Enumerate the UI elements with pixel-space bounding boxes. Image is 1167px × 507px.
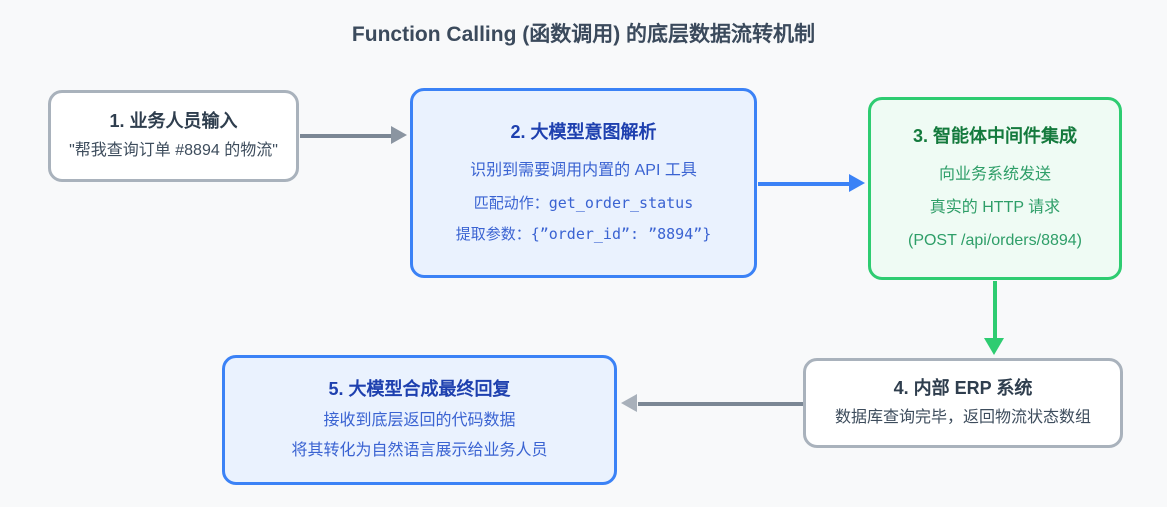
node-internal-erp: 4. 内部 ERP 系统 数据库查询完毕，返回物流状态数组	[803, 358, 1123, 448]
arrow-middleware-to-erp-line	[993, 281, 997, 339]
node-llm-final-reply-title: 5. 大模型合成最终回复	[328, 379, 511, 400]
arrow-input-to-parsing-line	[300, 134, 392, 138]
node-llm-intent-parsing-title: 2. 大模型意图解析	[510, 121, 657, 142]
node-llm-final-reply: 5. 大模型合成最终回复 接收到底层返回的代码数据 将其转化为自然语言展示给业务…	[222, 355, 617, 485]
node-agent-middleware-line-send: 向业务系统发送	[938, 165, 1051, 183]
node-llm-intent-line-params: 提取参数：{”order_id”: ”8894”}	[455, 225, 712, 244]
node-internal-erp-title: 4. 内部 ERP 系统	[893, 378, 1033, 399]
node-internal-erp-line-result: 数据库查询完毕，返回物流状态数组	[834, 408, 1091, 426]
node-agent-middleware: 3. 智能体中间件集成 向业务系统发送 真实的 HTTP 请求 (POST /a…	[868, 97, 1122, 280]
node-business-input: 1. 业务人员输入 "帮我查询订单 #8894 的物流"	[48, 90, 299, 182]
page-title: Function Calling (函数调用) 的底层数据流转机制	[351, 23, 816, 46]
arrow-right-icon	[391, 126, 407, 144]
node-business-input-title: 1. 业务人员输入	[109, 111, 238, 132]
node-agent-middleware-line-endpoint: (POST /api/orders/8894)	[907, 231, 1082, 249]
arrow-parsing-to-middleware-line	[758, 182, 850, 186]
arrow-down-icon	[984, 338, 1004, 355]
node-llm-intent-line-action: 匹配动作：get_order_status	[473, 193, 694, 212]
arrow-left-icon	[621, 394, 637, 412]
arrow-right-icon	[849, 174, 865, 192]
arrow-erp-to-reply-line	[638, 402, 803, 406]
node-business-input-quote: "帮我查询订单 #8894 的物流"	[69, 141, 278, 159]
node-agent-middleware-line-http: 真实的 HTTP 请求	[929, 198, 1061, 216]
node-llm-final-reply-line-receive: 接收到底层返回的代码数据	[323, 411, 516, 429]
node-llm-final-reply-line-convert: 将其转化为自然语言展示给业务人员	[291, 441, 548, 459]
node-llm-intent-line-recognize: 识别到需要调用内置的 API 工具	[470, 161, 697, 179]
node-llm-intent-parsing: 2. 大模型意图解析 识别到需要调用内置的 API 工具 匹配动作：get_or…	[410, 88, 757, 278]
node-agent-middleware-title: 3. 智能体中间件集成	[912, 126, 1077, 147]
